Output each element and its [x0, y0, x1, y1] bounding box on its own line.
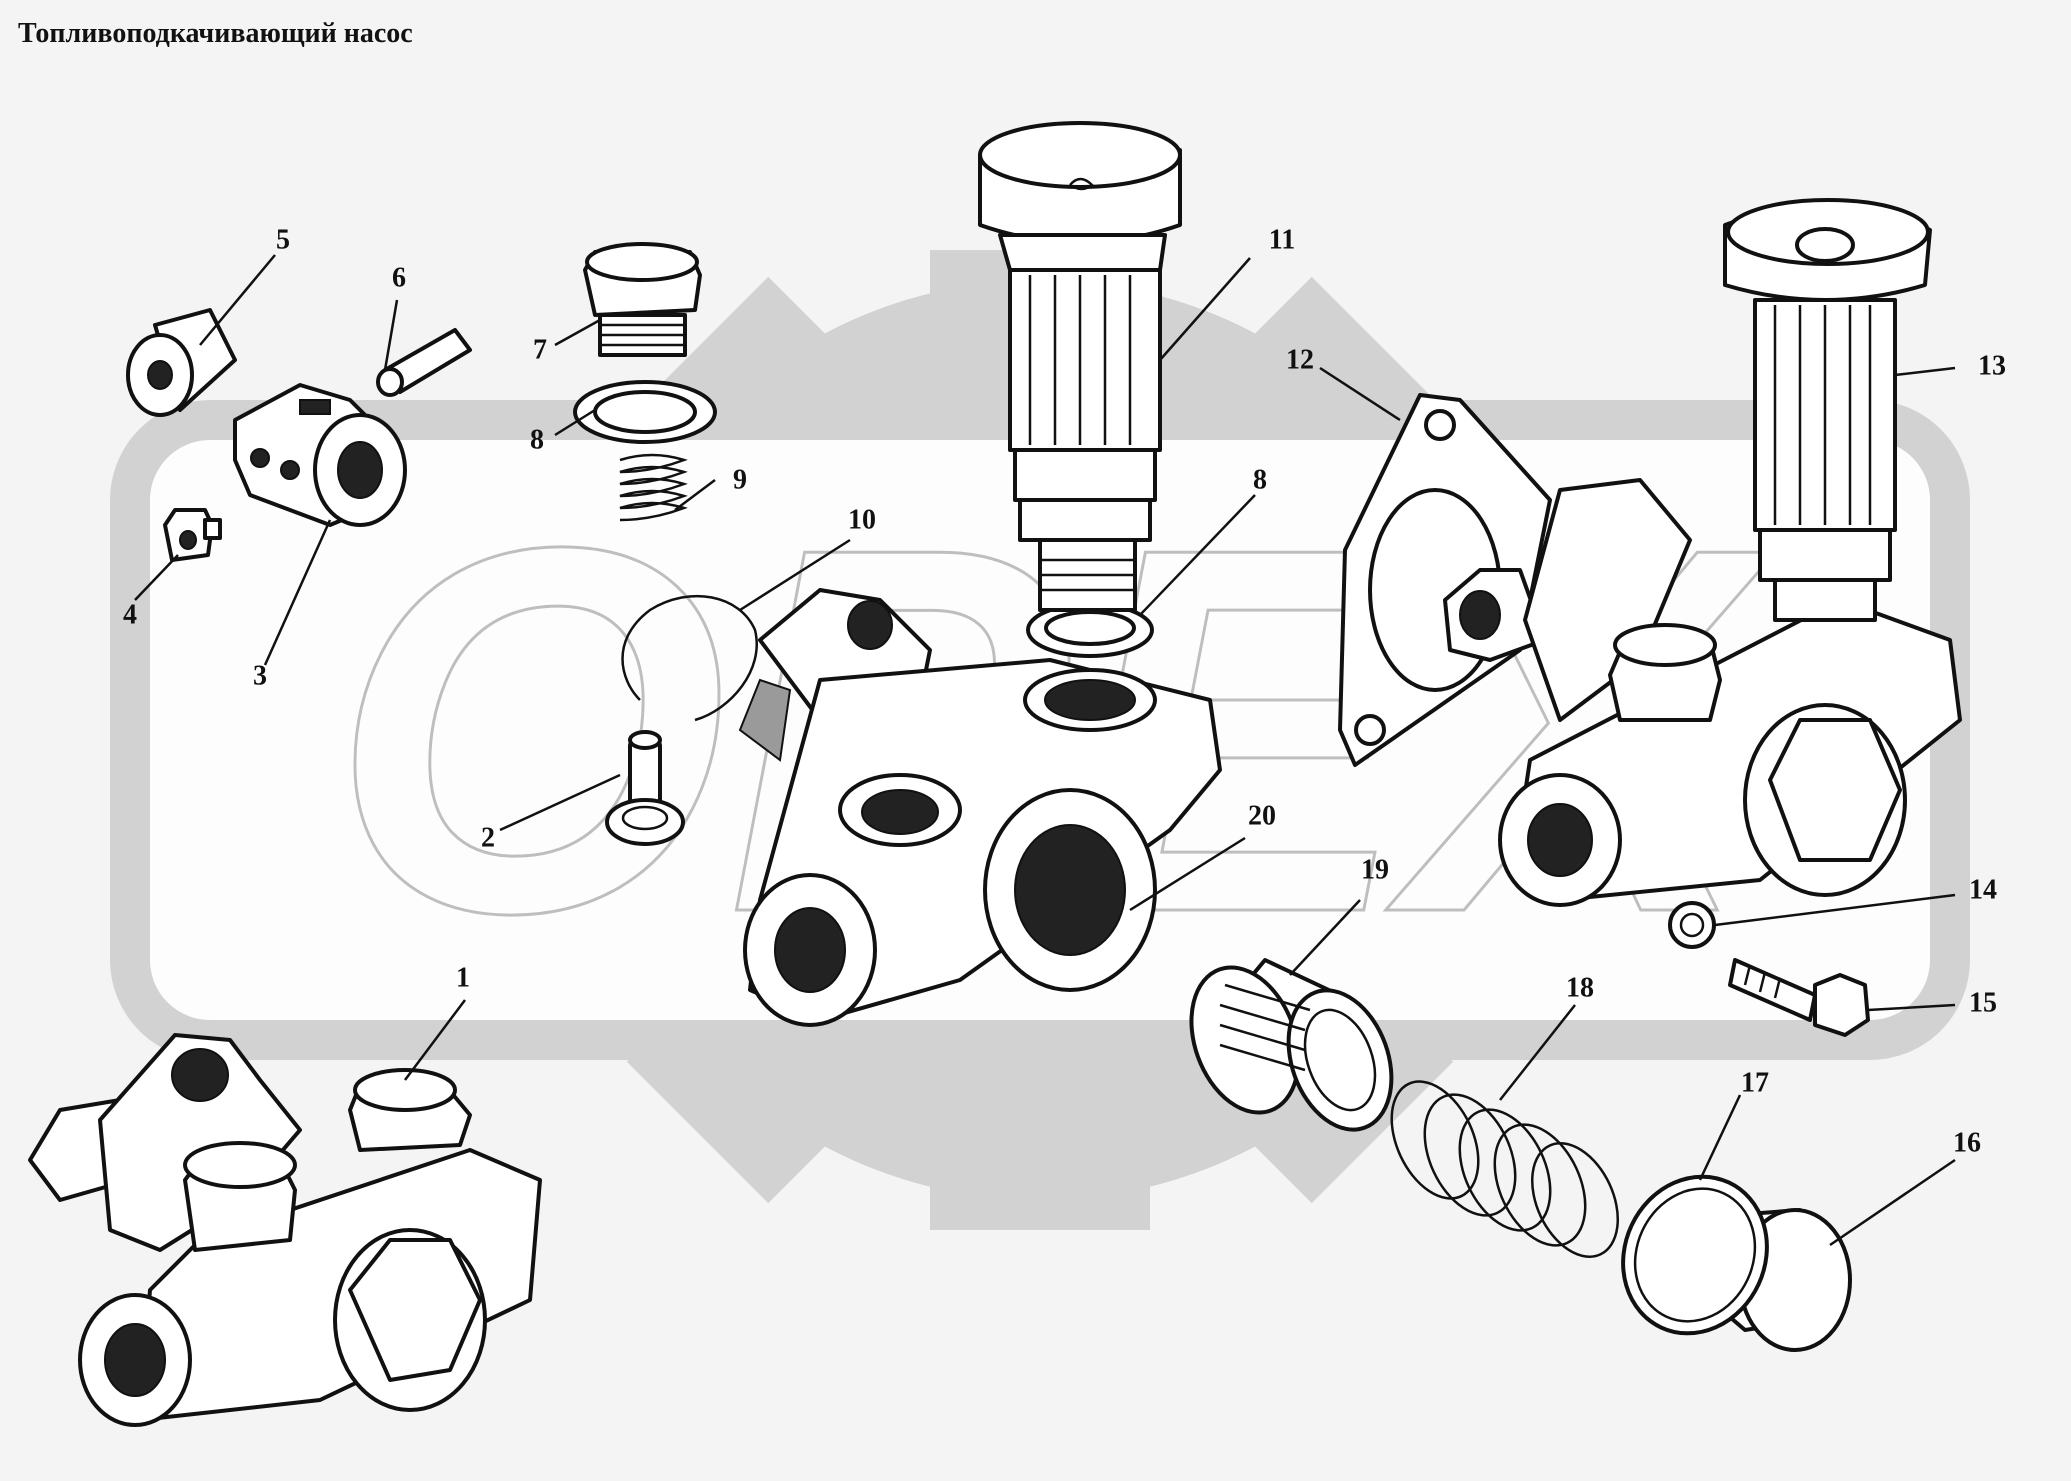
pump-assembly-part-13 [1443, 198, 1962, 907]
callout-2: 2 [481, 822, 495, 853]
callout-19: 19 [1361, 854, 1389, 885]
leader-lines [134, 254, 1956, 1247]
callout-13: 13 [1978, 350, 2006, 381]
callout-18: 18 [1566, 972, 1594, 1003]
lever-body-part-3 [233, 383, 407, 527]
washer-part-8a [573, 380, 717, 444]
callout-12: 12 [1286, 344, 1314, 375]
washer-part-8b [1026, 602, 1154, 658]
callout-8b: 8 [1253, 464, 1267, 495]
pump-housing-center [738, 588, 1222, 1027]
callout-14: 14 [1969, 874, 1997, 905]
callout-4: 4 [123, 599, 137, 630]
callout-1: 1 [456, 962, 470, 993]
callout-9: 9 [733, 464, 747, 495]
pump-assembly-part-1 [28, 1033, 542, 1427]
spring-part-9 [619, 453, 688, 522]
callout-8a: 8 [530, 424, 544, 455]
diagram-title: Топливоподкачивающий насос [18, 18, 413, 49]
pin-part-2 [605, 730, 685, 846]
sealing-ring-part-17 [1621, 1174, 1769, 1336]
callout-20: 20 [1248, 800, 1276, 831]
callout-labels: 1 2 3 4 5 6 7 8 8 9 10 11 12 13 14 15 16… [123, 224, 2006, 1158]
callout-11: 11 [1269, 224, 1295, 255]
callout-5: 5 [276, 224, 290, 255]
callout-7: 7 [533, 334, 547, 365]
roller-part-5 [126, 308, 237, 417]
callout-16: 16 [1953, 1127, 1981, 1158]
callout-15: 15 [1969, 987, 1997, 1018]
callout-3: 3 [253, 660, 267, 691]
spring-part-18 [1390, 1080, 1620, 1258]
axle-pin-part-6 [376, 328, 472, 397]
circlip-part-10 [621, 595, 758, 722]
callout-10: 10 [848, 504, 876, 535]
callout-17: 17 [1741, 1067, 1769, 1098]
valve-plug-part-7 [583, 242, 702, 357]
callout-6: 6 [392, 262, 406, 293]
bolt-part-15 [1728, 958, 1870, 1037]
washer-part-14 [1668, 901, 1716, 949]
sleeve-part-19 [1189, 958, 1394, 1132]
